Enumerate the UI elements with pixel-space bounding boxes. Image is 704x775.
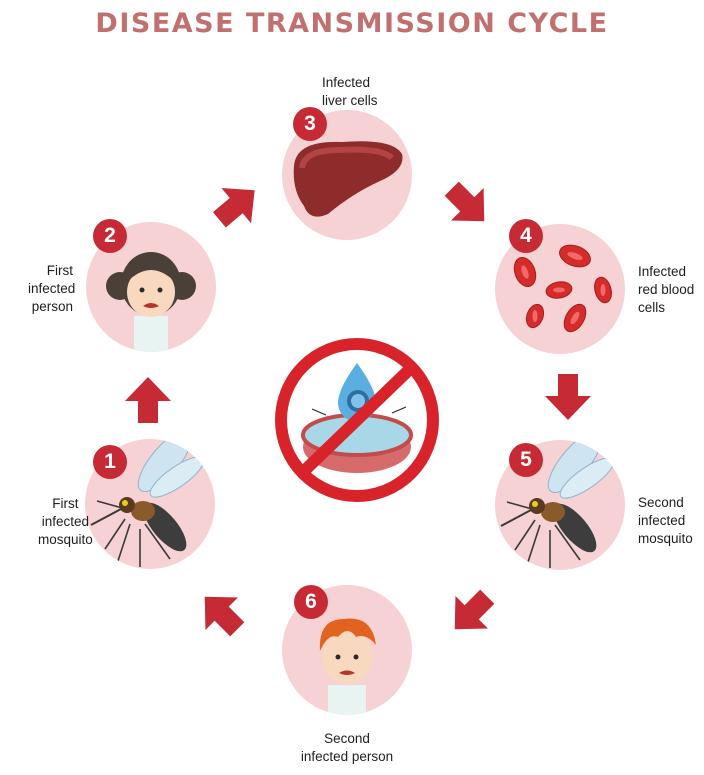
stage-4-circle [495, 224, 625, 354]
boy-icon [319, 618, 376, 715]
red-blood-cells-icon [513, 244, 612, 333]
stage-2-number: 2 [93, 219, 127, 253]
stage-1-number: 1 [93, 445, 127, 479]
stage-2-circle [86, 222, 216, 352]
liver-icon [293, 141, 403, 217]
arrow-1-to-2 [125, 377, 171, 423]
diagram-title: DISEASE TRANSMISSION CYCLE [95, 8, 609, 39]
girl-icon [106, 252, 196, 352]
arrow-4-to-5 [545, 374, 591, 420]
stage-3-number: 3 [293, 107, 327, 141]
mosquito-icon [90, 439, 205, 567]
mosquito-icon [500, 440, 615, 568]
stage-6-number: 6 [294, 585, 328, 619]
stage-5-number: 5 [509, 443, 543, 477]
arrow-3-to-4 [444, 181, 485, 222]
stage-4-number: 4 [509, 219, 543, 253]
arrow-5-to-6 [454, 589, 495, 630]
arrow-2-to-3 [212, 188, 255, 228]
stage-1-circle [85, 439, 215, 569]
arrow-6-to-1 [204, 596, 245, 637]
no-standing-water-icon [275, 338, 439, 502]
